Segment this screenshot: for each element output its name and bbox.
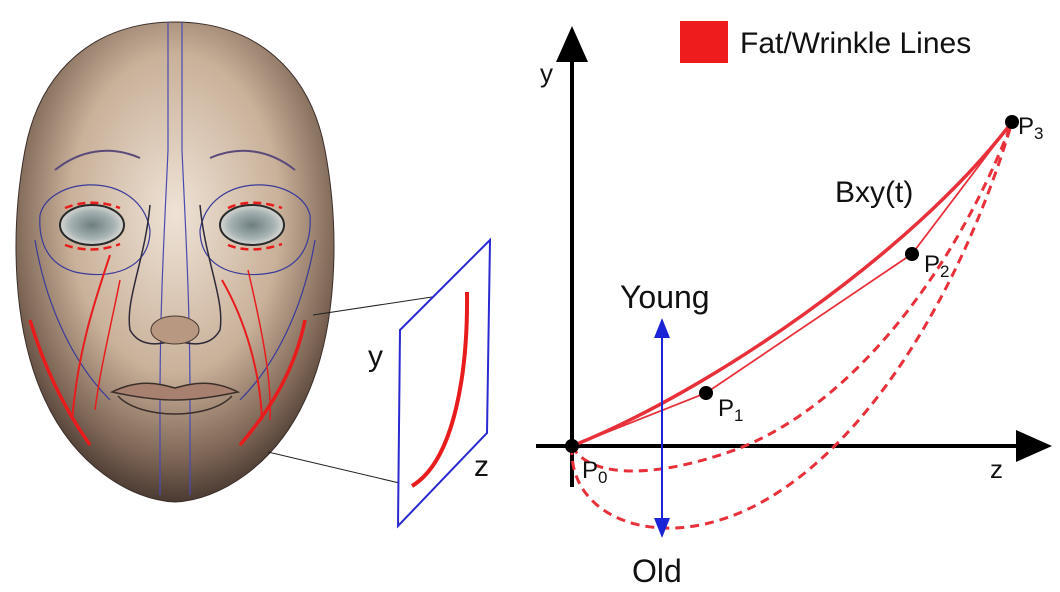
zy-plane [396,237,492,529]
point-label-p0: P0 [582,457,607,487]
connector-line-bottom [267,451,413,487]
right-wrinkle-line-3 [247,269,272,421]
point-p0 [565,439,579,453]
point-p3 [1005,115,1019,129]
left-wrinkle-line-3 [94,279,121,411]
bezier-graph: y z P0 P1 P2 P3 Bxy(t) Young Old [536,26,1052,589]
y-axis-label: y [540,58,553,88]
right-eye [219,204,285,246]
point-label-p3: P3 [1018,113,1043,143]
z-axis-label: z [990,454,1003,484]
lower-lip [117,395,233,415]
right-wrinkle-line-2 [221,279,263,421]
older-curve-2 [570,121,1014,530]
control-polygon [571,121,1013,447]
curve-label: Bxy(t) [835,176,913,209]
left-cheek-contour [34,239,111,401]
center-guide-line [159,22,169,495]
nose-tip [150,315,200,345]
right-brow [209,149,296,171]
inset-y-label: y [368,340,383,373]
point-label-p2: P2 [924,251,949,281]
right-wrinkle-line-1 [238,319,307,447]
center-guide-line-2 [181,22,191,495]
left-eye-socket [39,184,151,276]
right-eye-wrinkle-bottom [227,242,283,251]
point-label-p1: P1 [718,395,743,425]
face-outline [15,21,335,503]
right-cheek-contour [239,239,316,401]
left-eye [59,204,125,246]
point-p2 [905,247,919,261]
right-eye-wrinkle-top [227,201,283,210]
legend: Fat/Wrinkle Lines [680,21,971,63]
left-eye-wrinkle-bottom [64,242,121,251]
left-brow [54,149,141,171]
y-axis-arrowhead [556,26,588,62]
legend-label: Fat/Wrinkle Lines [740,27,971,60]
zy-plane-inset: y z [368,237,492,529]
z-axis-arrowhead [1016,430,1052,462]
left-wrinkle-line-2 [71,254,111,421]
left-eye-wrinkle-top [64,201,121,210]
upper-lip [109,382,241,401]
inset-z-label: z [474,450,489,483]
face-illustration [15,21,335,503]
old-label: Old [632,553,682,589]
age-arrow-down-head [654,518,670,538]
young-label: Young [620,279,710,315]
left-wrinkle-line-1 [28,319,92,447]
age-arrow-up-head [654,318,670,338]
legend-swatch [680,21,728,63]
older-curve-1 [570,121,1014,473]
point-p1 [699,386,713,400]
inset-wrinkle-curve [410,291,470,488]
bezier-curve [571,120,1014,448]
right-eye-socket [199,184,311,276]
